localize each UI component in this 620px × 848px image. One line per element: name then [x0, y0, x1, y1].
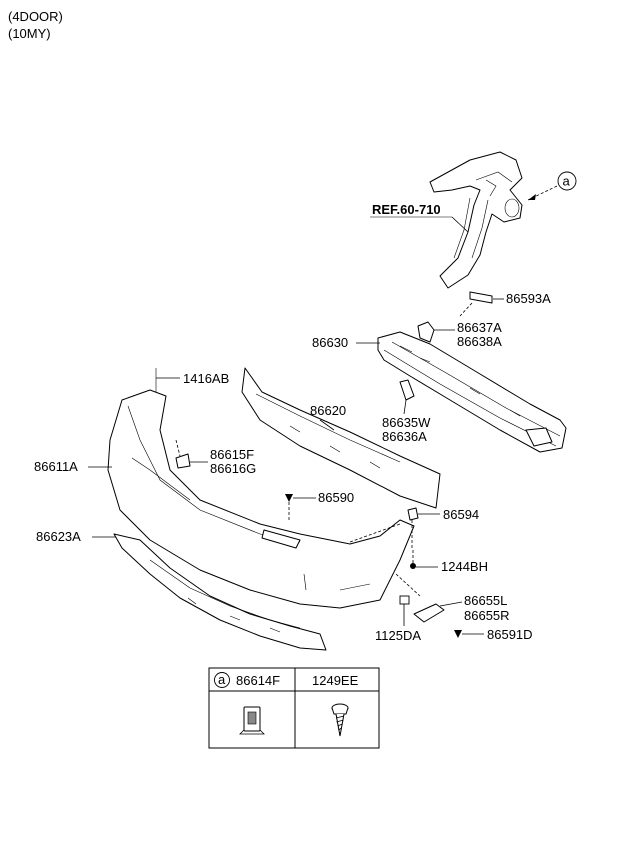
label-86620: 86620 [310, 403, 346, 418]
label-86616G: 86616G [210, 461, 256, 476]
ref-60-710-label: REF.60-710 [372, 202, 441, 217]
label-86591D: 86591D [487, 627, 533, 642]
reinforcement-beam-86630 [356, 331, 567, 453]
label-86611A: 86611A [34, 459, 78, 474]
fastener-1416AB [155, 368, 180, 394]
legend-table: a 86614F 1249EE [208, 667, 380, 749]
label-86635W: 86635W [382, 415, 431, 430]
bumper-cover-86611A [88, 389, 415, 609]
svg-text:a: a [218, 672, 226, 687]
label-86630: 86630 [312, 335, 348, 350]
label-86637A: 86637A [457, 320, 502, 335]
clip-nut-icon [239, 706, 265, 735]
quarter-panel-drawing [429, 151, 523, 289]
header-model-year: (10MY) [8, 26, 51, 41]
svg-text:a: a [563, 174, 571, 189]
reference-callout-a: a [527, 171, 577, 201]
label-1125DA: 1125DA [375, 628, 421, 643]
tapping-screw-icon [331, 703, 349, 737]
bracket-86637A [417, 321, 455, 343]
legend-callout-a [214, 672, 230, 688]
lower-skirt-86623A [92, 533, 327, 651]
clip-86594 [407, 507, 440, 548]
bracket-86593A [459, 291, 504, 317]
label-86615F: 86615F [210, 447, 254, 462]
label-1416AB: 1416AB [183, 371, 229, 386]
label-86593A: 86593A [506, 291, 551, 306]
clip-86591D [454, 630, 484, 638]
label-86655L: 86655L [464, 593, 507, 608]
bracket-86615F [175, 439, 208, 469]
screw-1244BH [410, 550, 438, 569]
legend-col1-label: 86614F [236, 673, 280, 688]
bolt-1125DA [399, 595, 410, 626]
header-body-type: (4DOOR) [8, 9, 63, 24]
bracket-86635W [399, 379, 415, 415]
label-86623A: 86623A [36, 529, 81, 544]
label-86590: 86590 [318, 490, 354, 505]
label-86594: 86594 [443, 507, 479, 522]
label-86655R: 86655R [464, 608, 510, 623]
energy-absorber-86620 [241, 367, 441, 509]
reflector-86655 [395, 573, 463, 623]
clip-86590 [285, 494, 316, 522]
label-86638A: 86638A [457, 334, 502, 349]
legend-col2-label: 1249EE [312, 673, 359, 688]
label-1244BH: 1244BH [441, 559, 488, 574]
label-86636A: 86636A [382, 429, 427, 444]
